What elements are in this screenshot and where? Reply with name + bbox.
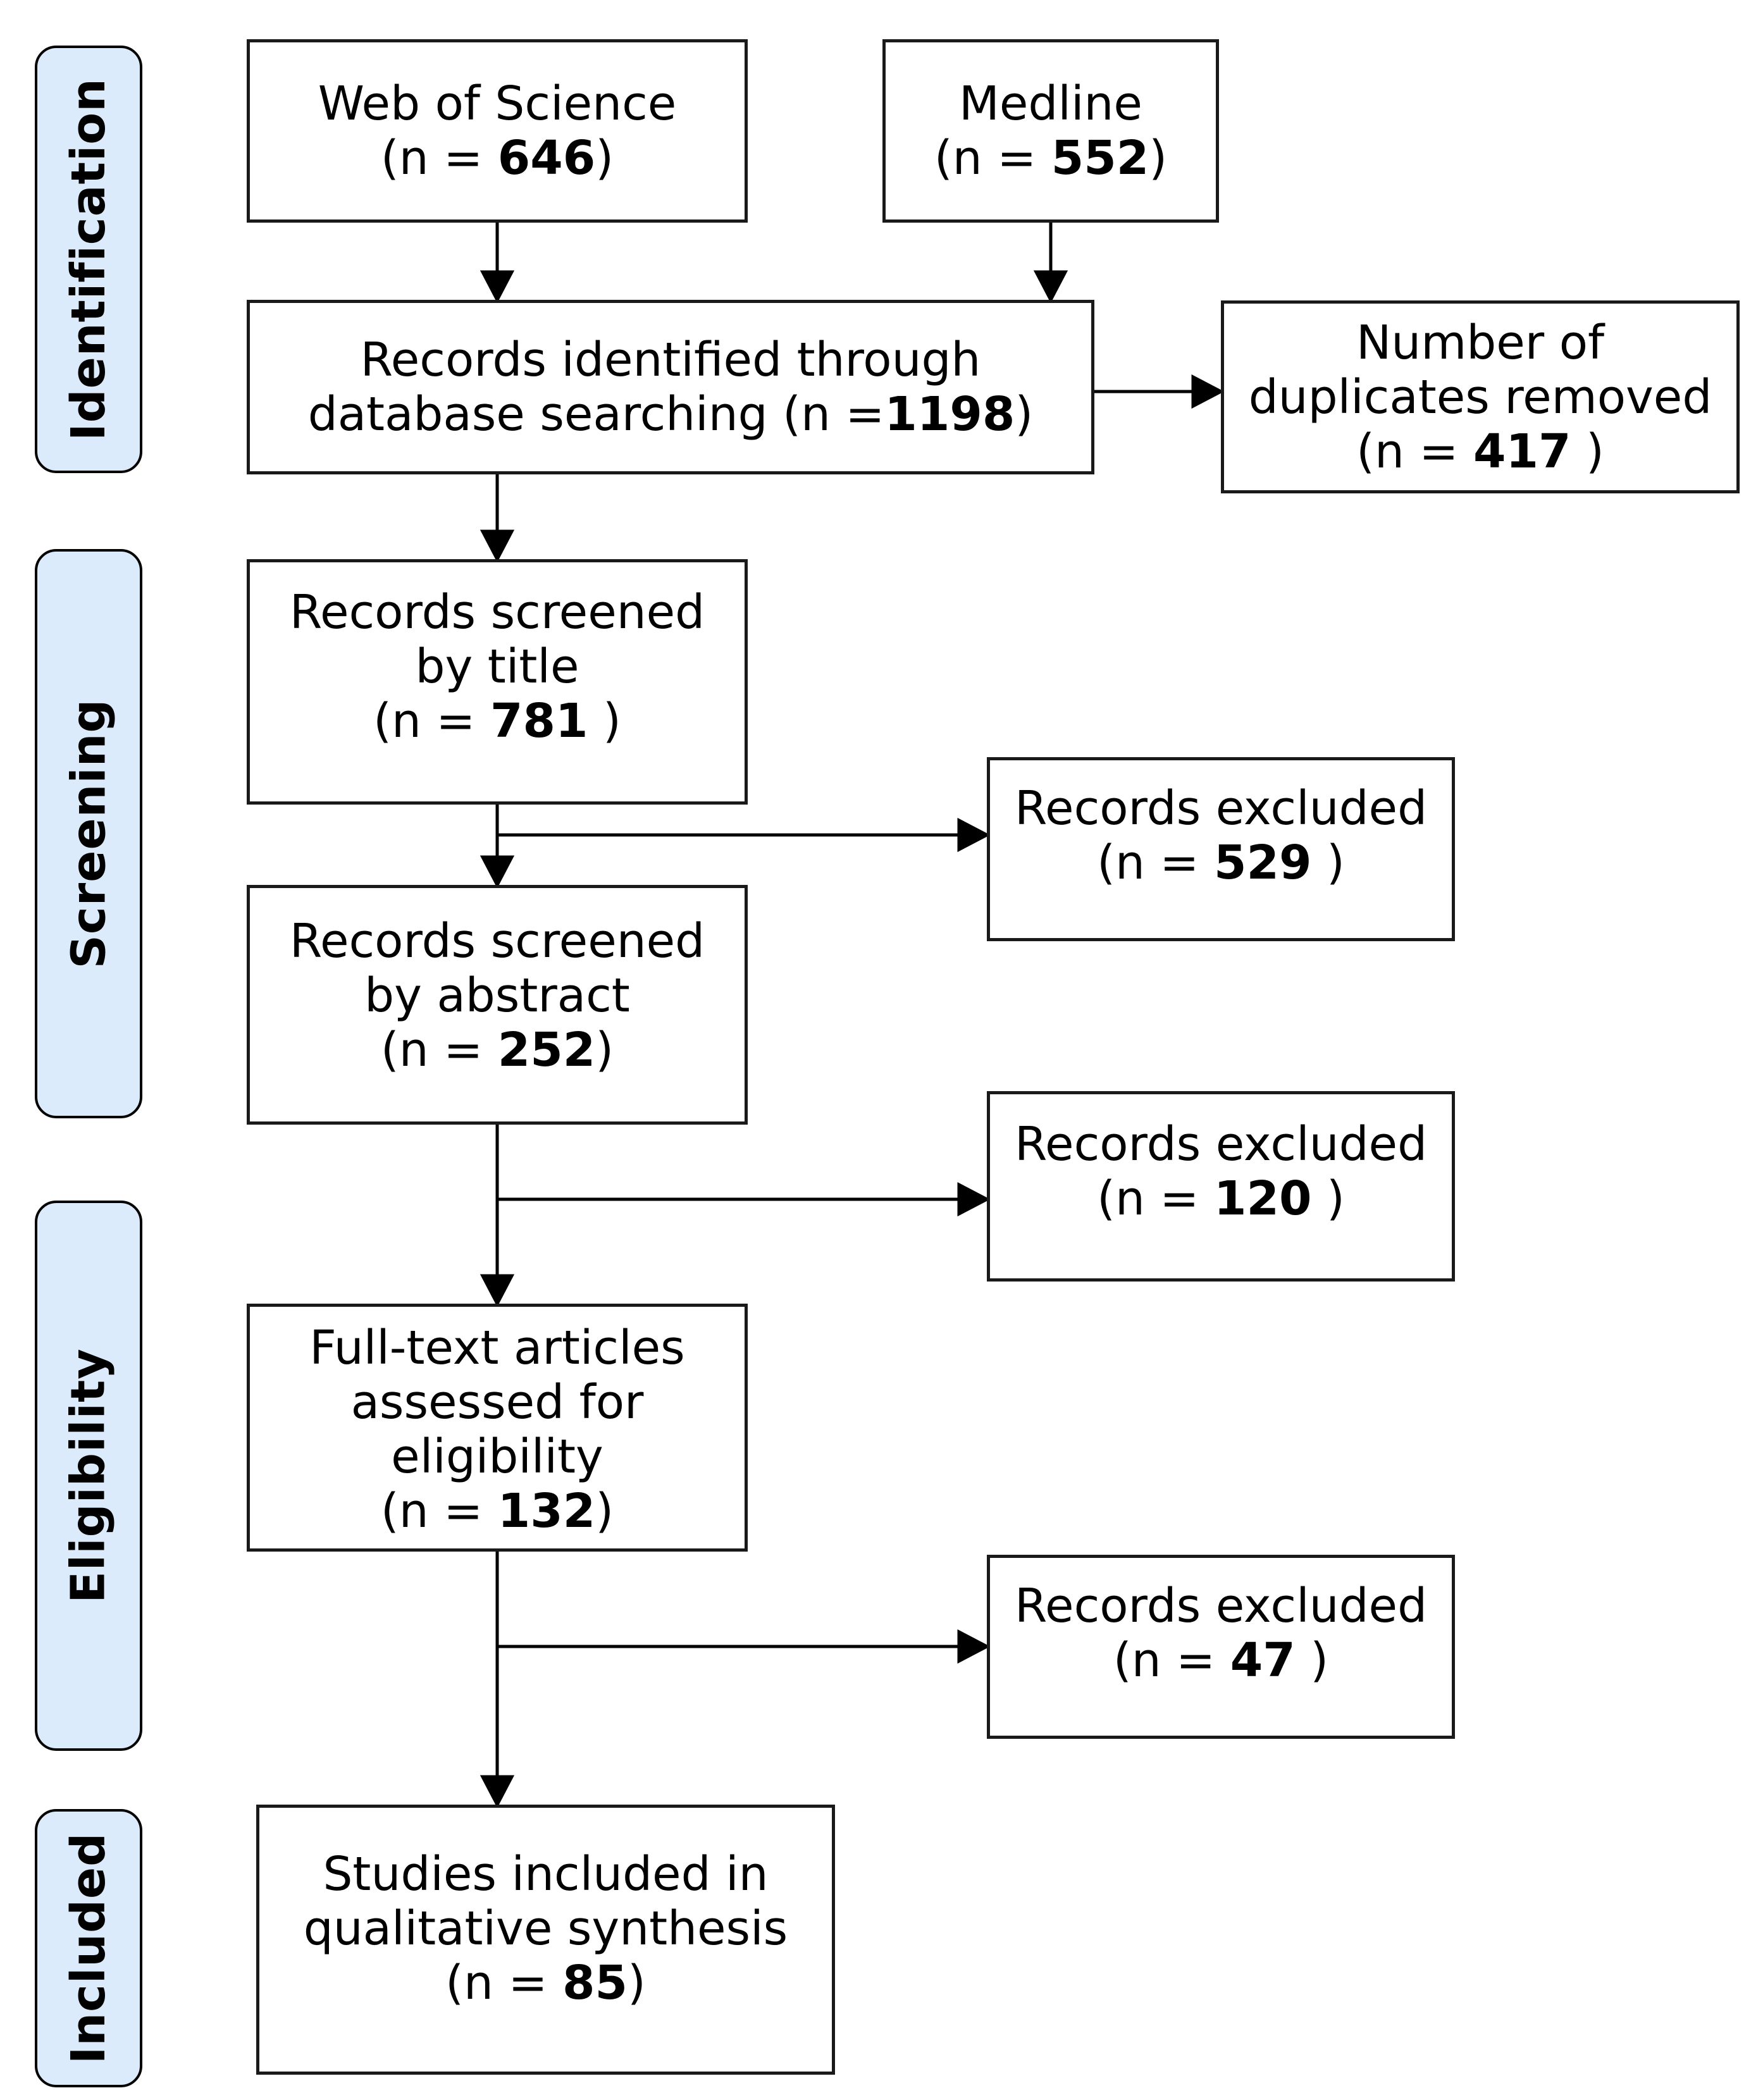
box-text-line: (n = 252) xyxy=(380,1023,614,1077)
box-excluded-abstract: Records excluded(n = 120 ) xyxy=(987,1091,1455,1282)
stage-eligibility: Eligibility xyxy=(35,1201,142,1751)
box-text-line: database searching (n =1198) xyxy=(307,387,1034,442)
box-text-line: (n = 47 ) xyxy=(1113,1633,1329,1688)
stage-included-label: Included xyxy=(61,1832,116,2065)
box-text-line: duplicates removed xyxy=(1248,369,1712,424)
arrowhead-fulltext-to-studies xyxy=(480,1775,515,1808)
box-text-line: (n = 552) xyxy=(934,131,1168,185)
stage-identification-label: Identification xyxy=(61,78,116,441)
box-text-line: Number of xyxy=(1356,315,1605,370)
box-text-line: Records screened xyxy=(289,585,705,639)
box-medline: Medline(n = 552) xyxy=(882,39,1219,223)
box-text-line: (n = 781 ) xyxy=(373,694,621,748)
box-text-line: Studies included in xyxy=(323,1847,769,1901)
arrowhead-identified-to-duplicates xyxy=(1191,374,1225,409)
box-text-line: Records identified through xyxy=(360,333,981,387)
box-text-line: Records excluded xyxy=(1014,781,1428,836)
arrowhead-branch-to-excluded-47 xyxy=(957,1629,991,1664)
arrowhead-title-to-abstract xyxy=(480,855,515,889)
stage-identification: Identification xyxy=(35,46,142,473)
box-text-line: by abstract xyxy=(364,968,630,1023)
box-text-line: Records screened xyxy=(289,914,705,968)
arrowhead-identified-to-title xyxy=(480,529,515,563)
box-text-line: (n = 85) xyxy=(445,1956,646,2010)
box-text-line: Full-text articles xyxy=(309,1321,685,1375)
stage-screening-label: Screening xyxy=(61,698,116,969)
box-text-line: assessed for xyxy=(350,1375,644,1430)
box-text-line: (n = 646) xyxy=(380,131,614,185)
box-text-line: (n = 132) xyxy=(380,1484,614,1538)
arrowhead-wos-to-identified xyxy=(480,270,515,304)
arrowhead-branch-to-excluded-120 xyxy=(957,1182,991,1217)
box-excluded-title: Records excluded(n = 529 ) xyxy=(987,757,1455,941)
box-text-line: qualitative synthesis xyxy=(303,1901,788,1956)
box-text-line: Records excluded xyxy=(1014,1117,1428,1171)
box-text-line: (n = 529 ) xyxy=(1097,836,1345,890)
box-text-line: Medline xyxy=(959,77,1142,131)
box-text-line: (n = 417 ) xyxy=(1356,424,1604,479)
box-web-of-science: Web of Science(n = 646) xyxy=(247,39,748,223)
box-excluded-fulltext: Records excluded(n = 47 ) xyxy=(987,1555,1455,1739)
box-text-line: (n = 120 ) xyxy=(1097,1171,1345,1226)
stage-screening: Screening xyxy=(35,549,142,1118)
arrowhead-abstract-to-fulltext xyxy=(480,1274,515,1307)
box-text-line: eligibility xyxy=(391,1430,603,1484)
box-text-line: Web of Science xyxy=(318,77,677,131)
box-text-line: Records excluded xyxy=(1014,1579,1428,1633)
box-text-line: by title xyxy=(415,639,579,694)
stage-included: Included xyxy=(35,1809,142,2087)
arrowhead-branch-to-excluded-529 xyxy=(957,817,991,853)
stage-eligibility-label: Eligibility xyxy=(61,1348,116,1603)
arrowhead-medline-to-identified xyxy=(1033,270,1068,304)
